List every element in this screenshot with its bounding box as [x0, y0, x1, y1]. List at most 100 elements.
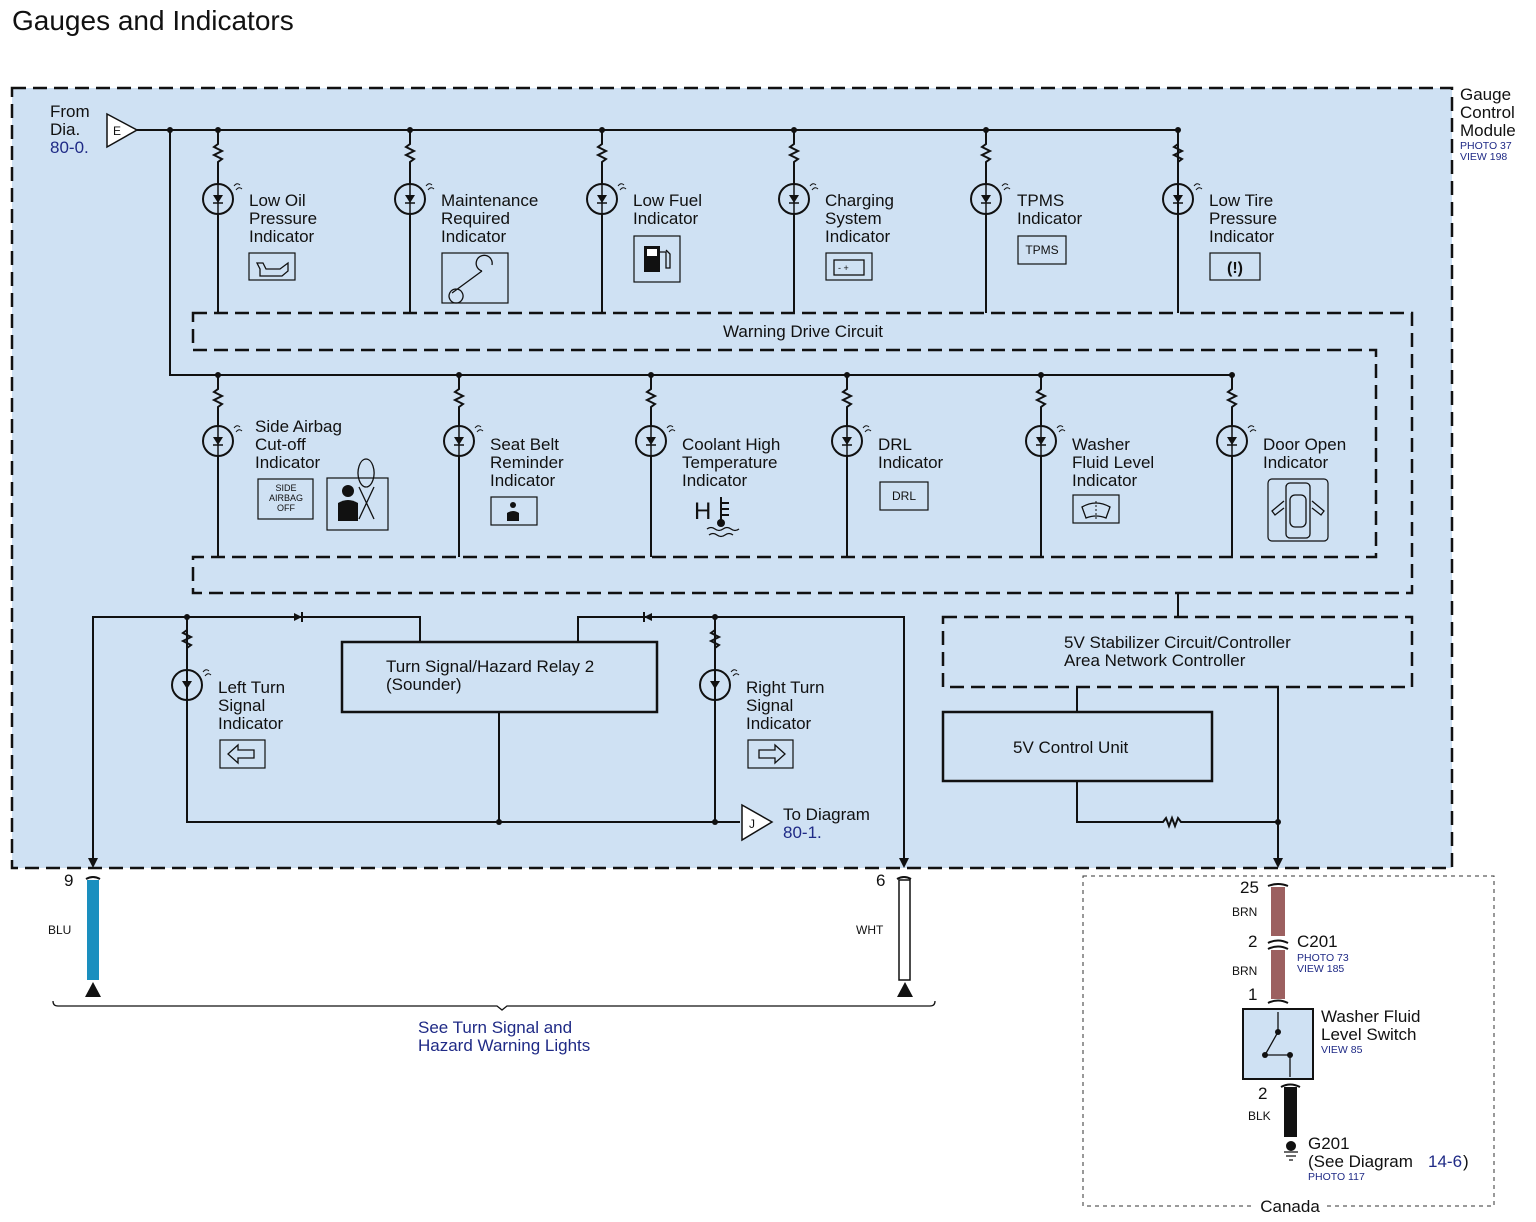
stabilizer-label-2: Area Network Controller	[1064, 651, 1246, 670]
washer-switch-circuit: 25 BRN 2 C201 PHOTO 73 VIEW 185 BRN 1 Wa…	[1232, 878, 1469, 1183]
svg-text:BLU: BLU	[48, 923, 71, 937]
see-note-2[interactable]: Hazard Warning Lights	[418, 1036, 590, 1055]
light-rays-icon	[666, 425, 676, 433]
indicator-label: Door Open	[1263, 435, 1346, 454]
svg-text:): )	[1463, 1152, 1469, 1171]
indicator-label: Indicator	[825, 227, 891, 246]
from-diagram-ref[interactable]: From Dia. 80-0. E	[50, 102, 139, 157]
indicator-label: Pressure	[249, 209, 317, 228]
indicator-label: Temperature	[682, 453, 777, 472]
see-note-1[interactable]: See Turn Signal and	[418, 1018, 572, 1037]
light-rays-icon	[1247, 425, 1257, 433]
arrow-up-icon	[85, 982, 101, 997]
tire-pressure-icon	[1209, 252, 1261, 281]
indicator-lamp-icon	[171, 669, 203, 701]
light-rays-icon	[233, 183, 243, 191]
indicator-label: TPMS	[1017, 191, 1064, 210]
indicator-label: Signal	[746, 696, 793, 715]
fuel-pump-icon	[633, 235, 681, 283]
indicator-label: Signal	[218, 696, 265, 715]
svg-text:2: 2	[1258, 1084, 1267, 1103]
svg-text:DRL: DRL	[892, 489, 916, 503]
wrench-icon	[441, 252, 509, 304]
gauge-control-module-border	[10, 86, 1454, 870]
arrow-up-icon	[897, 982, 913, 997]
light-rays-icon	[809, 183, 819, 191]
left-arrow-icon	[219, 739, 266, 769]
control-unit-label: 5V Control Unit	[1013, 738, 1129, 757]
drl-text-icon	[879, 481, 929, 511]
svg-text:BLK: BLK	[1248, 1109, 1271, 1123]
indicator-label: Low Tire	[1209, 191, 1273, 210]
ground-icon	[1286, 1141, 1296, 1151]
light-rays-icon	[425, 183, 435, 191]
canada-label: Canada	[1260, 1197, 1320, 1216]
indicator-label: Indicator	[441, 227, 507, 246]
brace	[52, 1000, 936, 1011]
svg-text:14-6: 14-6	[1428, 1152, 1462, 1171]
svg-text:E: E	[113, 124, 121, 138]
indicator-label: Indicator	[746, 714, 812, 733]
seat-belt-icon	[490, 496, 538, 526]
indicator-label: Cut-off	[255, 435, 306, 454]
indicator-label: Indicator	[218, 714, 284, 733]
svg-text:G201: G201	[1308, 1134, 1350, 1153]
to-diagram-ref[interactable]: J To Diagram 80-1.	[741, 803, 870, 842]
svg-text:C201: C201	[1297, 932, 1338, 951]
left-turn-wire	[92, 616, 421, 865]
svg-text:- +: - +	[838, 263, 849, 273]
stabilizer-box	[941, 615, 1414, 689]
svg-text:WHT: WHT	[856, 923, 884, 937]
svg-text:PHOTO 37: PHOTO 37	[1460, 140, 1512, 152]
svg-text:Washer Fluid: Washer Fluid	[1321, 1007, 1421, 1026]
coolant-temp-icon: H	[694, 498, 711, 525]
indicator-label: Low Fuel	[633, 191, 702, 210]
indicator-label: Charging	[825, 191, 894, 210]
svg-text:2: 2	[1248, 932, 1257, 951]
svg-text:80-0.: 80-0.	[50, 138, 89, 157]
tpms-text-icon	[1017, 235, 1067, 265]
indicator-label: Side Airbag	[255, 417, 342, 436]
seat-belt-airbag-icon	[326, 477, 389, 531]
relay-label-2: (Sounder)	[386, 675, 462, 694]
indicator-label: Fluid Level	[1072, 453, 1154, 472]
svg-text:9: 9	[64, 871, 73, 890]
indicator-label: Indicator	[633, 209, 699, 228]
svg-text:J: J	[749, 817, 755, 831]
svg-text:(!): (!)	[1227, 260, 1243, 277]
svg-text:BRN: BRN	[1232, 905, 1257, 919]
indicator-label: Indicator	[1017, 209, 1083, 228]
indicator-label: Required	[441, 209, 510, 228]
connector-e-icon	[106, 112, 139, 149]
svg-text:From: From	[50, 102, 90, 121]
light-rays-icon	[1193, 183, 1203, 191]
diode-icon	[644, 613, 652, 621]
indicator-label: Indicator	[682, 471, 748, 490]
indicator-label: Low Oil	[249, 191, 306, 210]
indicator-label: Left Turn	[218, 678, 285, 697]
relay-label-1: Turn Signal/Hazard Relay 2	[386, 657, 594, 676]
svg-text:PHOTO 73: PHOTO 73	[1297, 952, 1349, 964]
indicator-label: DRL	[878, 435, 912, 454]
svg-text:VIEW 185: VIEW 185	[1297, 963, 1344, 975]
indicator-label: Indicator	[1263, 453, 1329, 472]
indicator-label: Coolant High	[682, 435, 780, 454]
row2-bus-wire	[169, 130, 1232, 376]
indicator-label: System	[825, 209, 882, 228]
wire-wht: 6 WHT	[856, 871, 913, 997]
svg-text:80-1.: 80-1.	[783, 823, 822, 842]
indicator-label: Indicator	[490, 471, 556, 490]
door-open-icon	[1267, 478, 1329, 542]
